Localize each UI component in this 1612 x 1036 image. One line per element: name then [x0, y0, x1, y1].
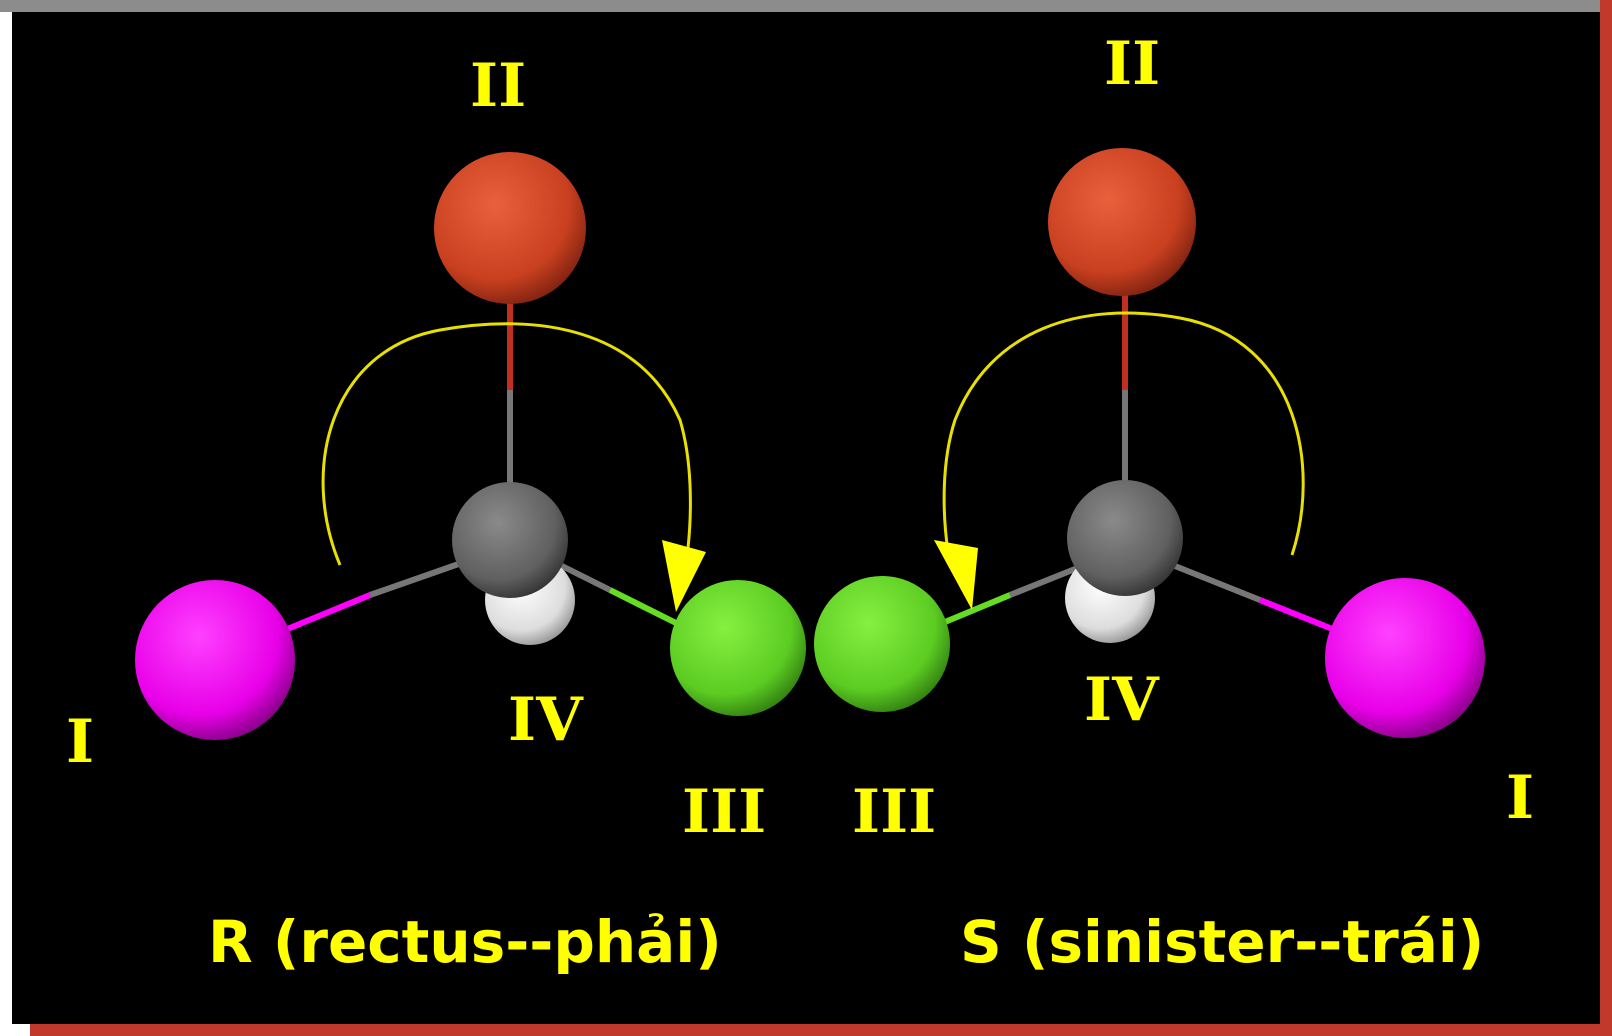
s-configuration-caption: S (sinister--trái): [960, 908, 1484, 976]
label-left-numeral: III: [852, 777, 936, 847]
label-back-numeral: IV: [508, 685, 584, 755]
label-right-numeral: III: [682, 777, 766, 847]
top-red-atom: [1048, 148, 1196, 296]
rotation-arrow-counterclockwise: [942, 311, 1305, 556]
right-green-atom: [670, 580, 806, 716]
red-edge-right: [1600, 0, 1612, 1036]
left-molecule: II I IV III R (rectus--phải): [66, 51, 806, 976]
bond-left-magenta: [283, 592, 372, 633]
label-right-numeral: I: [1506, 763, 1534, 833]
red-edge-bottom: [30, 1024, 1612, 1036]
top-border: [0, 0, 1612, 12]
top-red-atom: [434, 152, 586, 304]
label-back-numeral: IV: [1084, 665, 1160, 735]
right-magenta-atom: [1325, 578, 1485, 738]
left-green-atom: [814, 576, 950, 712]
label-left-numeral: I: [66, 707, 94, 777]
bond-right-magenta: [1258, 597, 1342, 635]
arrow-head-right: [934, 540, 978, 610]
bond-right-green: [608, 587, 682, 628]
r-configuration-caption: R (rectus--phải): [208, 908, 722, 976]
rotation-arrow-clockwise: [321, 322, 692, 566]
left-magenta-atom: [135, 580, 295, 740]
bond-right-gray: [1163, 559, 1262, 603]
carbon-atom: [452, 482, 568, 598]
bond-left-green: [943, 592, 1012, 625]
label-top-numeral: II: [1104, 29, 1160, 99]
arrow-head-left: [662, 540, 706, 612]
diagram-panel: [12, 12, 1600, 1024]
bond-left-gray: [369, 557, 471, 598]
bond-left-gray: [1008, 562, 1087, 598]
carbon-atom: [1067, 480, 1183, 596]
label-top-numeral: II: [470, 51, 526, 121]
right-molecule: II III IV I S (sinister--trái): [814, 29, 1534, 976]
